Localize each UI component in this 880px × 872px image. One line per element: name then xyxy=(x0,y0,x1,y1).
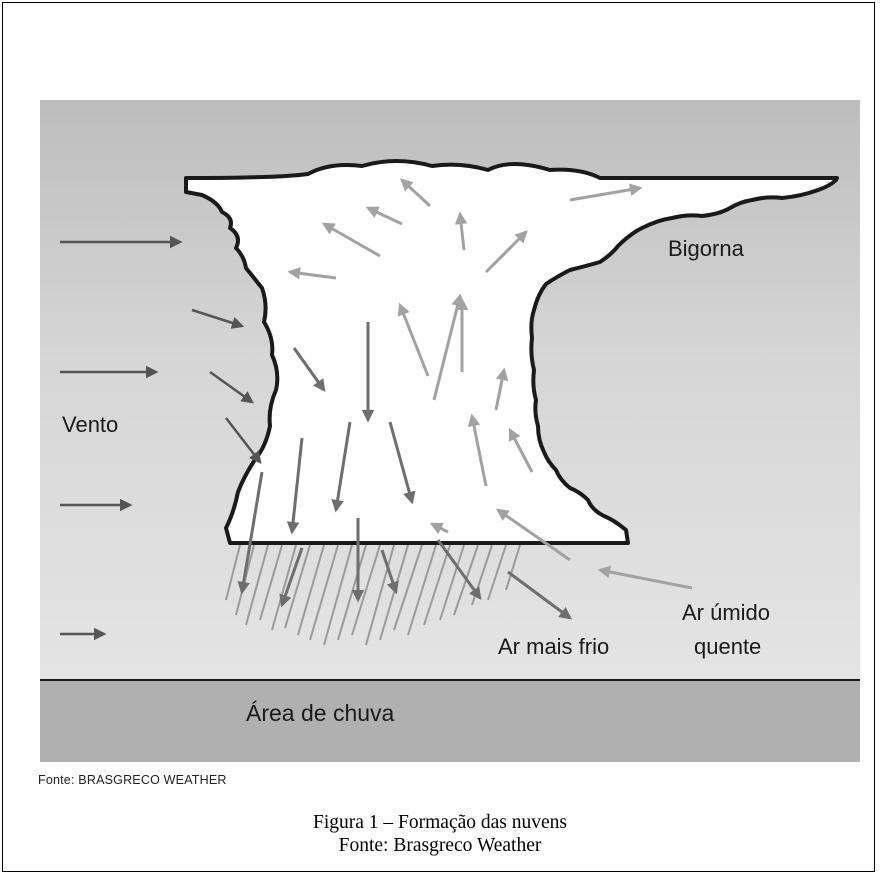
updraft-arrow xyxy=(495,508,571,562)
updraft-arrow xyxy=(400,178,432,208)
label-vento: Vento xyxy=(62,412,119,437)
updraft-arrow xyxy=(287,267,337,280)
wind-arrow xyxy=(191,308,245,329)
downdraft-arrow xyxy=(279,547,304,608)
label-bigorna: Bigorna xyxy=(668,236,744,261)
label-area-de-chuva: Área de chuva xyxy=(246,700,395,726)
updraft-arrow xyxy=(494,367,509,411)
rain-area xyxy=(225,544,521,646)
updraft-arrow xyxy=(321,222,381,258)
downdraft-arrow xyxy=(380,549,399,595)
downdraft-arrow xyxy=(237,471,264,595)
figure-caption-title: Figura 1 – Formação das nuvens xyxy=(313,812,567,833)
downdraft-arrow xyxy=(292,347,326,393)
ground-strip xyxy=(40,680,860,762)
downdraft-arrow xyxy=(507,570,573,620)
updraft-arrows xyxy=(287,178,693,590)
updraft-arrow xyxy=(597,565,693,590)
downdraft-arrows xyxy=(237,322,573,620)
wind-arrows xyxy=(60,235,262,641)
wind-arrow xyxy=(225,417,262,464)
label-ar-mais-frio: Ar mais frio xyxy=(498,634,610,659)
updraft-arrow xyxy=(397,302,430,377)
downdraft-arrow xyxy=(286,437,304,535)
updraft-arrow xyxy=(484,230,528,274)
updraft-arrow xyxy=(365,206,403,226)
cloud-formation-diagram: Bigorna Vento Ar mais frio Ar úmido quen… xyxy=(40,100,860,762)
cumulonimbus-cloud xyxy=(184,159,839,545)
updraft-arrow xyxy=(508,427,534,473)
updraft-arrow xyxy=(454,211,468,251)
updraft-arrow xyxy=(467,413,488,487)
diagram-canvas xyxy=(40,100,860,762)
downdraft-arrow xyxy=(331,421,352,513)
downdraft-arrow xyxy=(436,539,482,601)
label-ar-umido: Ar úmido xyxy=(682,600,771,625)
label-quente: quente xyxy=(694,634,762,659)
updraft-arrow xyxy=(432,293,464,401)
downdraft-arrow xyxy=(388,421,416,505)
source-note: Fonte: BRASGRECO WEATHER xyxy=(38,773,227,787)
wind-arrow xyxy=(209,370,255,404)
updraft-arrow xyxy=(429,522,449,535)
figure-caption-source: Fonte: Brasgreco Weather xyxy=(338,835,542,856)
updraft-arrow xyxy=(569,183,643,202)
